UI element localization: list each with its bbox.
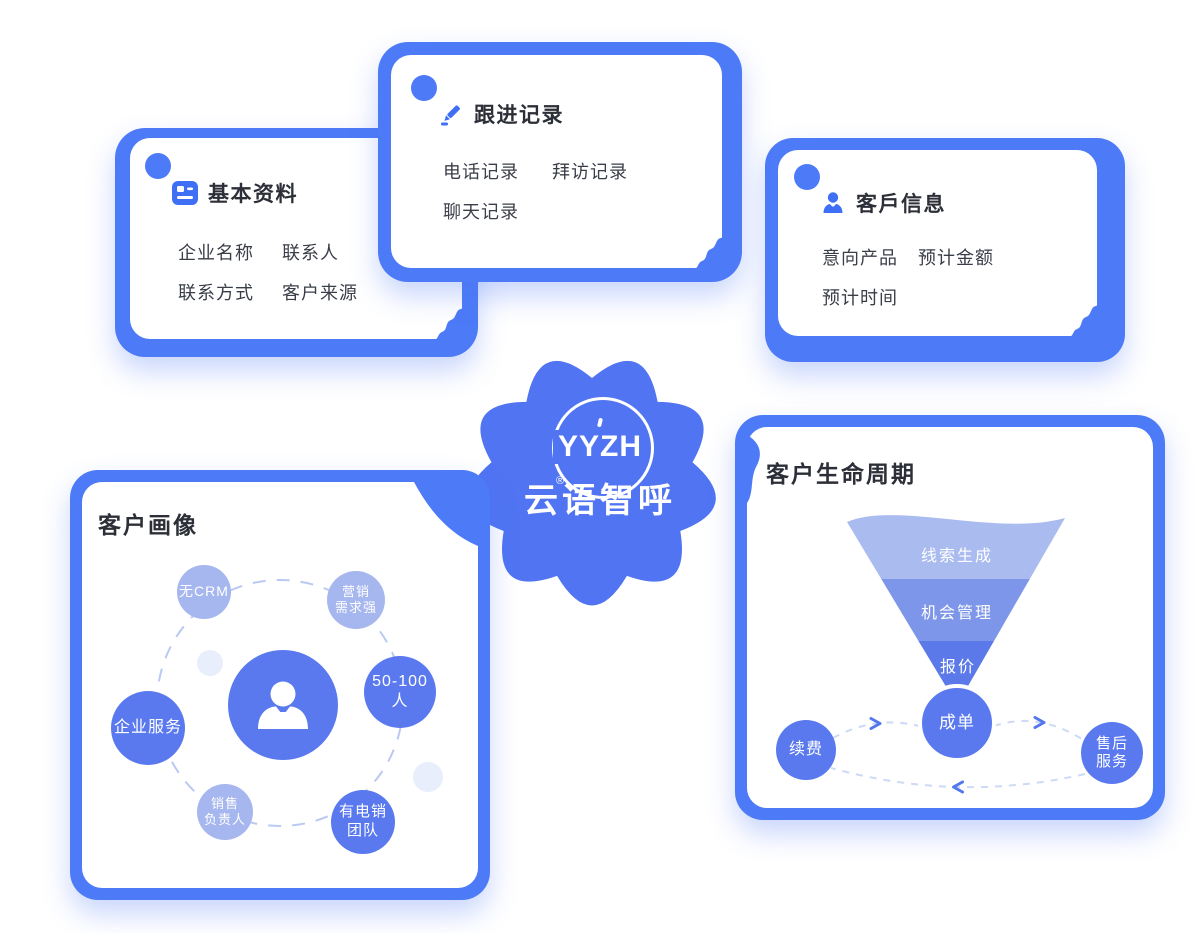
funnel-diagram-icon (830, 515, 1086, 794)
basic-info-fields: 企业名称 联系人 联系方式 客户来源 (178, 239, 358, 305)
bubble-label: 负责人 (203, 812, 246, 827)
empty-cell (918, 284, 994, 310)
field-label: 客户来源 (282, 283, 358, 303)
pencil-edit-icon (441, 105, 460, 126)
portrait-bubble: 营销 需求强 (327, 571, 385, 629)
funnel-stage-label: 报价 (939, 659, 977, 676)
customer-avatar-circle (228, 650, 338, 760)
portrait-bubble: 有电销 团队 (331, 790, 395, 854)
card-title: 跟进记录 (474, 104, 564, 127)
renewal-node: 续费 (776, 720, 836, 780)
bubble-label: 销售 (210, 795, 239, 811)
follow-up-card: 跟进记录 电话记录 拜访记录 聊天记录 (378, 42, 742, 282)
arrow-right-icon (1033, 716, 1046, 729)
id-card-icon (172, 181, 198, 205)
field-label: 联系人 (282, 243, 339, 263)
portrait-bubble: 企业服务 (111, 691, 185, 765)
funnel-stage-label: 线索生成 (920, 548, 994, 565)
customer-portrait-card-body: 客户画像 无CRM 营销 需求强 5 (82, 482, 478, 888)
field-label: 预计时间 (822, 288, 898, 308)
bubble-label: 营销 (341, 583, 370, 599)
node-label: 成单 (939, 712, 975, 732)
card-title: 客户生命周期 (766, 461, 916, 487)
bubble-label: 50-100人 (372, 673, 428, 710)
follow-up-card-body: 跟进记录 电话记录 拜访记录 聊天记录 (391, 55, 723, 269)
field-label: 意向产品 (822, 248, 898, 268)
field-label: 联系方式 (178, 283, 254, 303)
node-label: 续费 (788, 741, 823, 759)
deco-circle (413, 762, 443, 792)
bubble-label: 需求强 (334, 600, 377, 615)
customer-info-fields: 意向产品 预计金额 预计时间 (822, 244, 994, 310)
arrow-left-icon (952, 780, 964, 794)
stair-corner-icon (433, 308, 463, 340)
field-label: 企业名称 (178, 243, 254, 263)
aftersales-node: 售后 服务 (1081, 722, 1143, 784)
person-icon (823, 192, 843, 213)
portrait-bubble: 50-100人 (364, 656, 436, 728)
brand-abbr: YYZH (552, 430, 648, 464)
brand-blob: YYZH 云语智呼 ® (452, 342, 732, 622)
card-title: 客户画像 (98, 512, 198, 538)
bubble-label: 无CRM (179, 583, 229, 600)
deal-node: 成单 (918, 684, 996, 762)
customer-info-card: 客戶信息 意向产品 预计金额 预计时间 (765, 138, 1125, 362)
funnel-stage-label: 机会管理 (920, 605, 994, 622)
brand-name: 云语智呼 (524, 482, 676, 520)
card-title: 客戶信息 (856, 193, 946, 216)
customer-lifecycle-card-body: 客户生命周期 线索生成 机会管理 报价 成单 续费 (747, 427, 1153, 808)
accent-dot-icon (145, 153, 171, 179)
field-label: 电话记录 (443, 162, 519, 182)
node-label: 售后 (1095, 735, 1128, 752)
avatar-person-icon (258, 681, 308, 729)
field-label: 聊天记录 (443, 202, 519, 222)
empty-cell (552, 198, 628, 224)
stair-corner-icon (1068, 305, 1098, 337)
portrait-bubble: 销售 负责人 (197, 784, 253, 840)
stair-corner-icon (693, 237, 723, 269)
node-label: 服务 (1095, 753, 1128, 770)
accent-dot-icon (794, 164, 820, 190)
bubble-label: 企业服务 (113, 719, 182, 736)
customer-lifecycle-card: 客户生命周期 线索生成 机会管理 报价 成单 续费 (735, 415, 1165, 820)
bubble-label: 团队 (346, 822, 379, 839)
customer-portrait-card: 客户画像 无CRM 营销 需求强 5 (70, 470, 490, 900)
bubble-label: 有电销 (338, 803, 387, 821)
customer-info-card-body: 客戶信息 意向产品 预计金额 预计时间 (778, 150, 1098, 337)
accent-dot-icon (411, 75, 437, 101)
card-title: 基本资料 (208, 183, 298, 206)
registered-mark: ® (556, 475, 565, 487)
portrait-bubble: 无CRM (177, 565, 231, 619)
field-label: 预计金额 (918, 248, 994, 268)
deco-circle (197, 650, 223, 676)
follow-up-fields: 电话记录 拜访记录 聊天记录 (443, 158, 628, 224)
arrow-right-icon (869, 717, 882, 730)
field-label: 拜访记录 (552, 162, 628, 182)
